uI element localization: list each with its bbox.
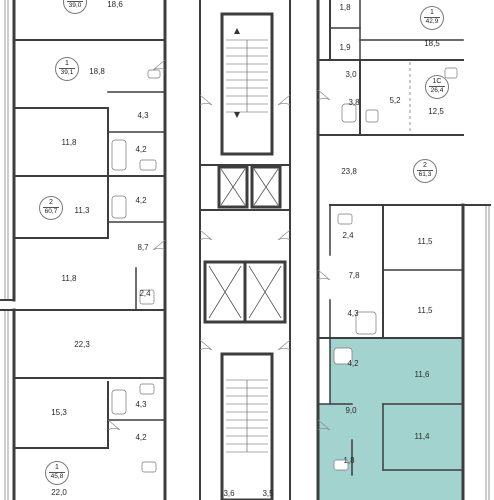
apartment-area: 61,3 (417, 170, 433, 178)
apartment-area: 42,9 (424, 17, 440, 25)
apartment-badge[interactable]: 2 61,3 (413, 159, 437, 183)
room-area: 8,7 (137, 243, 149, 252)
highlighted-apartment[interactable] (318, 338, 463, 500)
apartment-number: 1С (432, 78, 442, 85)
room-area: 11,6 (414, 370, 430, 379)
room-area: 3,8 (348, 98, 360, 107)
room-area: 4,2 (135, 433, 147, 442)
room-area: 3,5 (262, 489, 274, 498)
room-area: 5,2 (389, 96, 401, 105)
room-area: 4,2 (135, 196, 147, 205)
room-area: 18,8 (89, 67, 105, 76)
apartment-area: 26,4 (429, 86, 445, 94)
room-area: 1,8 (339, 3, 351, 12)
apartment-number: 2 (423, 162, 427, 169)
room-area: 18,6 (107, 0, 123, 9)
apartment-badge[interactable]: 1 45,8 (45, 461, 69, 485)
apartment-area: 39,1 (59, 68, 75, 76)
apartment-badge[interactable]: 1 42,9 (420, 6, 444, 30)
room-area: 2,4 (342, 231, 354, 240)
room-area: 11,3 (74, 206, 90, 215)
apartment-number: 1 (55, 464, 59, 471)
room-area: 11,4 (414, 432, 430, 441)
apartment-number: 2 (49, 199, 53, 206)
apartment-number: 1 (430, 9, 434, 16)
room-area: 12,5 (428, 107, 444, 116)
room-area: 11,5 (417, 306, 433, 315)
room-area: 1,9 (339, 43, 351, 52)
room-area: 4,2 (135, 145, 147, 154)
room-area: 11,5 (417, 237, 433, 246)
room-area: 1,8 (343, 456, 355, 465)
room-area: 9,0 (345, 406, 357, 415)
room-area: 22,0 (51, 488, 67, 497)
apartment-area: 45,8 (49, 472, 65, 480)
room-area: 3,6 (223, 489, 235, 498)
fixtures (111, 67, 458, 473)
room-area: 4,3 (137, 111, 149, 120)
stair-treads (226, 39, 268, 453)
room-area: 11,8 (61, 138, 77, 147)
stair-arrows (234, 28, 240, 118)
room-area: 22,3 (74, 340, 90, 349)
lift-shafts (208, 168, 282, 319)
room-area: 15,3 (51, 408, 67, 417)
room-area: 2,4 (139, 289, 151, 298)
room-area: 11,8 (61, 274, 77, 283)
room-area: 4,3 (347, 309, 359, 318)
room-area: 18,5 (424, 39, 440, 48)
window-strips (4, 0, 490, 500)
apartment-badge[interactable]: 1 39,1 (55, 57, 79, 81)
room-area: 23,8 (341, 167, 357, 176)
room-area: 7,8 (348, 271, 360, 280)
apartment-badge[interactable]: 2 60,7 (39, 196, 63, 220)
room-area: 4,3 (135, 400, 147, 409)
apartment-number: 1 (65, 60, 69, 67)
apartment-area: 60,7 (43, 207, 59, 215)
room-area: 3,0 (345, 70, 357, 79)
room-area: 4,2 (347, 359, 359, 368)
apartment-area: 39,0 (67, 1, 83, 9)
apartment-badge[interactable]: 1С 26,4 (425, 75, 449, 99)
